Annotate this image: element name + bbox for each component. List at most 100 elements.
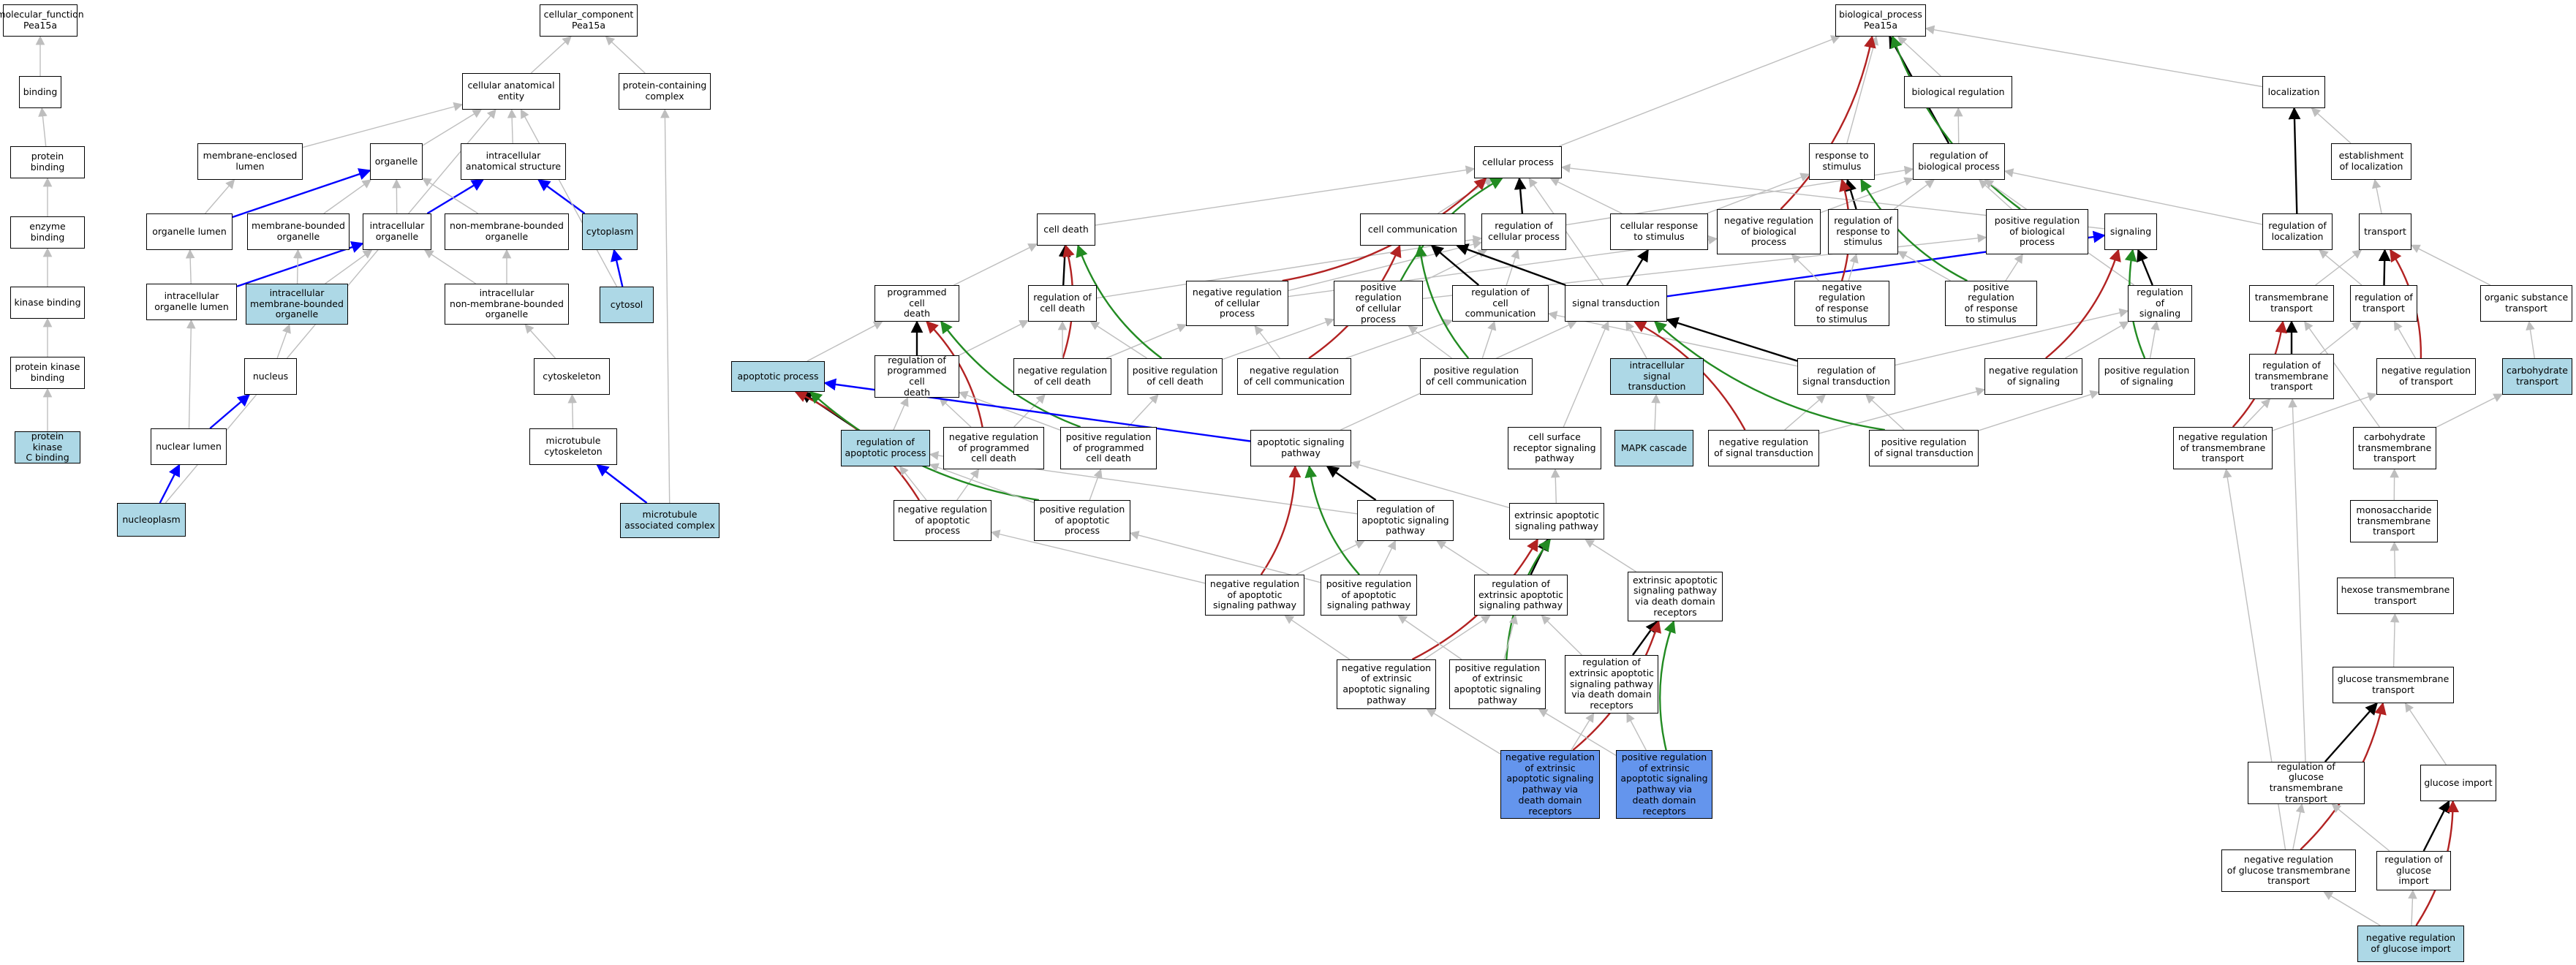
node-monosaccharide-transmembrane-transport[interactable]: monosaccharide transmembrane transport (2350, 500, 2438, 542)
node-cytoplasm[interactable]: cytoplasm (582, 213, 638, 250)
node-regulation-of-transport[interactable]: regulation of transport (2350, 285, 2417, 322)
node-regulation-of-signal-transduction[interactable]: regulation of signal transduction (1797, 358, 1895, 395)
node-extrinsic-apoptotic-signaling-pathway[interactable]: extrinsic apoptotic signaling pathway (1509, 503, 1604, 540)
node-regulation-of-transmembrane-transport[interactable]: regulation of transmembrane transport (2249, 354, 2334, 399)
node-microtubule-cytoskeleton[interactable]: microtubule cytoskeleton (529, 428, 617, 465)
node-localization[interactable]: localization (2262, 76, 2325, 108)
node-negative-regulation-of-programmed-cell-death[interactable]: negative regulation of programmed cell d… (943, 427, 1044, 469)
node-cellular-process[interactable]: cellular process (1474, 146, 1562, 178)
node-positive-regulation-of-cellular-process[interactable]: positive regulation of cellular process (1334, 281, 1423, 326)
node-protein-kinase-binding[interactable]: protein kinase binding (10, 357, 85, 389)
node-regulation-of-extrinsic-apoptotic-signaling-pathway-via-death-domain-receptors[interactable]: regulation of extrinsic apoptotic signal… (1565, 655, 1658, 714)
node-cellular-response-to-stimulus[interactable]: cellular response to stimulus (1610, 213, 1708, 250)
node-negative-regulation-of-glucose-transmembrane-transport[interactable]: negative regulation of glucose transmemb… (2221, 849, 2356, 892)
node-positive-regulation-of-signaling[interactable]: positive regulation of signaling (2099, 358, 2195, 395)
node-cytosol[interactable]: cytosol (600, 287, 654, 323)
node-positive-regulation-of-extrinsic-apoptotic-signaling-pathway-via-death-domain-receptors[interactable]: positive regulation of extrinsic apoptot… (1616, 750, 1712, 819)
node-apoptotic-process[interactable]: apoptotic process (731, 361, 825, 392)
node-enzyme-binding[interactable]: enzyme binding (10, 216, 85, 249)
node-negative-regulation-of-glucose-import[interactable]: negative regulation of glucose import (2357, 926, 2464, 962)
node-intracellular-anatomical-structure[interactable]: intracellular anatomical structure (461, 143, 566, 180)
node-positive-regulation-of-apoptotic-signaling-pathway[interactable]: positive regulation of apoptotic signali… (1321, 575, 1417, 616)
node-transmembrane-transport[interactable]: transmembrane transport (2249, 285, 2334, 322)
node-nuclear-lumen[interactable]: nuclear lumen (151, 428, 227, 465)
node-cytoskeleton[interactable]: cytoskeleton (534, 358, 610, 395)
node-negative-regulation-of-extrinsic-apoptotic-signaling-pathway[interactable]: negative regulation of extrinsic apoptot… (1337, 659, 1436, 709)
node-cellular-anatomical-entity[interactable]: cellular anatomical entity (462, 73, 560, 110)
node-membrane-bounded-organelle[interactable]: membrane-bounded organelle (247, 213, 350, 250)
node-cell-death[interactable]: cell death (1037, 213, 1095, 246)
node-intracellular-membrane-bounded-organelle[interactable]: intracellular membrane-bounded organelle (246, 284, 348, 325)
node-negative-regulation-of-response-to-stimulus[interactable]: negative regulation of response to stimu… (1794, 281, 1889, 326)
node-carbohydrate-transport[interactable]: carbohydrate transport (2502, 358, 2572, 395)
node-regulation-of-cellular-process[interactable]: regulation of cellular process (1481, 213, 1566, 250)
node-positive-regulation-of-cell-communication[interactable]: positive regulation of cell communicatio… (1420, 358, 1533, 395)
node-negative-regulation-of-cell-death[interactable]: negative regulation of cell death (1013, 358, 1111, 395)
node-carbohydrate-transmembrane-transport[interactable]: carbohydrate transmembrane transport (2353, 427, 2436, 469)
node-hexose-transmembrane-transport[interactable]: hexose transmembrane transport (2337, 578, 2454, 614)
node-negative-regulation-of-apoptotic-signaling-pathway[interactable]: negative regulation of apoptotic signali… (1205, 575, 1304, 616)
node-binding[interactable]: binding (19, 76, 61, 108)
node-regulation-of-cell-death[interactable]: regulation of cell death (1028, 285, 1097, 322)
node-protein-kinase-c-binding[interactable]: protein kinase C binding (15, 431, 80, 463)
node-negative-regulation-of-biological-process[interactable]: negative regulation of biological proces… (1717, 209, 1821, 254)
node-organic-substance-transport[interactable]: organic substance transport (2480, 285, 2572, 322)
node-transport[interactable]: transport (2359, 213, 2411, 250)
node-negative-regulation-of-transport[interactable]: negative regulation of transport (2376, 358, 2476, 395)
node-intracellular-organelle[interactable]: intracellular organelle (363, 213, 431, 250)
node-positive-regulation-of-response-to-stimulus[interactable]: positive regulation of response to stimu… (1945, 281, 2037, 326)
node-organelle[interactable]: organelle (370, 143, 423, 180)
node-extrinsic-apoptotic-signaling-pathway-via-death-domain-receptors[interactable]: extrinsic apoptotic signaling pathway vi… (1628, 572, 1723, 621)
node-non-membrane-bounded-organelle[interactable]: non-membrane-bounded organelle (445, 213, 569, 250)
node-negative-regulation-of-cell-communication[interactable]: negative regulation of cell communicatio… (1237, 358, 1351, 395)
node-regulation-of-localization[interactable]: regulation of localization (2262, 213, 2333, 250)
node-positive-regulation-of-biological-process[interactable]: positive regulation of biological proces… (1986, 209, 2088, 254)
node-nucleus[interactable]: nucleus (244, 358, 297, 395)
node-intracellular-signal-transduction[interactable]: intracellular signal transduction (1610, 358, 1704, 395)
node-biological-regulation[interactable]: biological regulation (1904, 76, 2012, 108)
node-regulation-of-cell-communication[interactable]: regulation of cell communication (1452, 285, 1549, 322)
node-biological-process[interactable]: biological_process Pea15a (1835, 4, 1926, 37)
node-intracellular-organelle-lumen[interactable]: intracellular organelle lumen (146, 284, 237, 320)
node-regulation-of-glucose-transmembrane-transport[interactable]: regulation of glucose transmembrane tran… (2248, 761, 2365, 804)
node-organelle-lumen[interactable]: organelle lumen (146, 213, 233, 250)
node-negative-regulation-of-transmembrane-transport[interactable]: negative regulation of transmembrane tra… (2173, 427, 2273, 469)
node-protein-containing-complex[interactable]: protein-containing complex (619, 73, 711, 110)
node-microtubule-associated-complex[interactable]: microtubule associated complex (620, 503, 719, 538)
node-intracellular-non-membrane-bounded-organelle[interactable]: intracellular non-membrane-bounded organ… (445, 284, 569, 325)
node-regulation-of-response-to-stimulus[interactable]: regulation of response to stimulus (1828, 209, 1898, 254)
node-regulation-of-signaling[interactable]: regulation of signaling (2128, 285, 2192, 322)
node-negative-regulation-of-signaling[interactable]: negative regulation of signaling (1984, 358, 2082, 395)
node-signaling[interactable]: signaling (2104, 213, 2157, 250)
node-cell-surface-receptor-signaling-pathway[interactable]: cell surface receptor signaling pathway (1508, 427, 1601, 469)
node-mapk-cascade[interactable]: MAPK cascade (1614, 430, 1693, 466)
node-glucose-import[interactable]: glucose import (2420, 765, 2496, 801)
node-glucose-transmembrane-transport[interactable]: glucose transmembrane transport (2333, 667, 2454, 703)
node-apoptotic-signaling-pathway[interactable]: apoptotic signaling pathway (1250, 430, 1351, 466)
node-kinase-binding[interactable]: kinase binding (10, 287, 85, 319)
node-positive-regulation-of-apoptotic-process[interactable]: positive regulation of apoptotic process (1034, 500, 1130, 541)
node-programmed-cell-death[interactable]: programmed cell death (875, 285, 959, 322)
node-positive-regulation-of-cell-death[interactable]: positive regulation of cell death (1128, 358, 1223, 395)
node-negative-regulation-of-apoptotic-process[interactable]: negative regulation of apoptotic process (894, 500, 992, 541)
node-positive-regulation-of-signal-transduction[interactable]: positive regulation of signal transducti… (1869, 430, 1979, 466)
node-negative-regulation-of-extrinsic-apoptotic-signaling-pathway-via-death-domain-receptors[interactable]: negative regulation of extrinsic apoptot… (1500, 750, 1600, 819)
node-regulation-of-programmed-cell-death[interactable]: regulation of programmed cell death (875, 355, 959, 398)
node-response-to-stimulus[interactable]: response to stimulus (1809, 143, 1875, 180)
node-positive-regulation-of-programmed-cell-death[interactable]: positive regulation of programmed cell d… (1060, 427, 1157, 469)
node-nucleoplasm[interactable]: nucleoplasm (117, 503, 186, 537)
node-regulation-of-glucose-import[interactable]: regulation of glucose import (2376, 851, 2451, 890)
node-regulation-of-biological-process[interactable]: regulation of biological process (1913, 143, 2005, 180)
node-negative-regulation-of-signal-transduction[interactable]: negative regulation of signal transducti… (1708, 430, 1819, 466)
node-negative-regulation-of-cellular-process[interactable]: negative regulation of cellular process (1186, 281, 1288, 326)
node-regulation-of-apoptotic-signaling-pathway[interactable]: regulation of apoptotic signaling pathwa… (1357, 500, 1454, 541)
node-regulation-of-extrinsic-apoptotic-signaling-pathway[interactable]: regulation of extrinsic apoptotic signal… (1474, 575, 1568, 616)
node-membrane-enclosed-lumen[interactable]: membrane-enclosed lumen (197, 143, 303, 180)
node-positive-regulation-of-extrinsic-apoptotic-signaling-pathway[interactable]: positive regulation of extrinsic apoptot… (1449, 659, 1546, 709)
node-molecular-function[interactable]: molecular_function Pea15a (0, 4, 84, 37)
node-cell-communication[interactable]: cell communication (1360, 213, 1465, 246)
node-regulation-of-apoptotic-process[interactable]: regulation of apoptotic process (841, 430, 930, 466)
node-cellular-component[interactable]: cellular_component Pea15a (540, 4, 638, 37)
node-protein-binding[interactable]: protein binding (10, 146, 85, 178)
node-establishment-of-localization[interactable]: establishment of localization (2331, 143, 2411, 180)
